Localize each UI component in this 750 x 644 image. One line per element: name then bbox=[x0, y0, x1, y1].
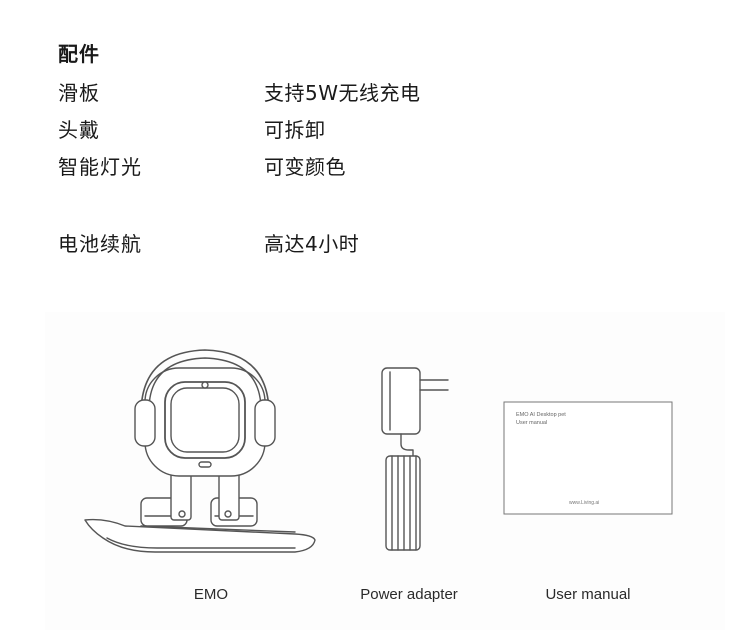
spec-value: 支持5W无线充电 bbox=[264, 81, 421, 105]
spec-key: 智能灯光 bbox=[58, 155, 142, 179]
caption-user-manual: User manual bbox=[545, 586, 631, 603]
section-title: 配件 bbox=[58, 42, 100, 66]
spec-key: 滑板 bbox=[58, 81, 100, 105]
caption-emo: EMO bbox=[193, 586, 229, 603]
robot-icon bbox=[84, 349, 316, 553]
spec-row: 头戴 可拆卸 bbox=[58, 114, 698, 144]
spec-key: 头戴 bbox=[58, 118, 100, 142]
manual-icon: EMO AI Desktop pet User manual www.Livin… bbox=[503, 401, 673, 515]
spec-value: 可变颜色 bbox=[264, 155, 346, 179]
accessories-figure: EMO AI Desktop pet User manual www.Livin… bbox=[45, 312, 725, 630]
power-adapter-icon bbox=[381, 367, 449, 551]
caption-power-adapter: Power adapter bbox=[360, 586, 458, 603]
spec-value: 可拆卸 bbox=[264, 118, 326, 142]
accessories-illustration: EMO AI Desktop pet User manual www.Livin… bbox=[84, 349, 673, 553]
manual-title: EMO AI Desktop pet bbox=[516, 412, 566, 418]
spec-row: 滑板 支持5W无线充电 bbox=[58, 77, 698, 107]
manual-website: www.Living.ai bbox=[569, 500, 599, 506]
spec-key: 电池续航 bbox=[58, 232, 142, 256]
manual-subtitle: User manual bbox=[516, 420, 547, 426]
spec-row: 电池续航 高达4小时 bbox=[58, 228, 698, 258]
spec-row: 智能灯光 可变颜色 bbox=[58, 151, 698, 181]
spec-value: 高达4小时 bbox=[264, 232, 360, 256]
